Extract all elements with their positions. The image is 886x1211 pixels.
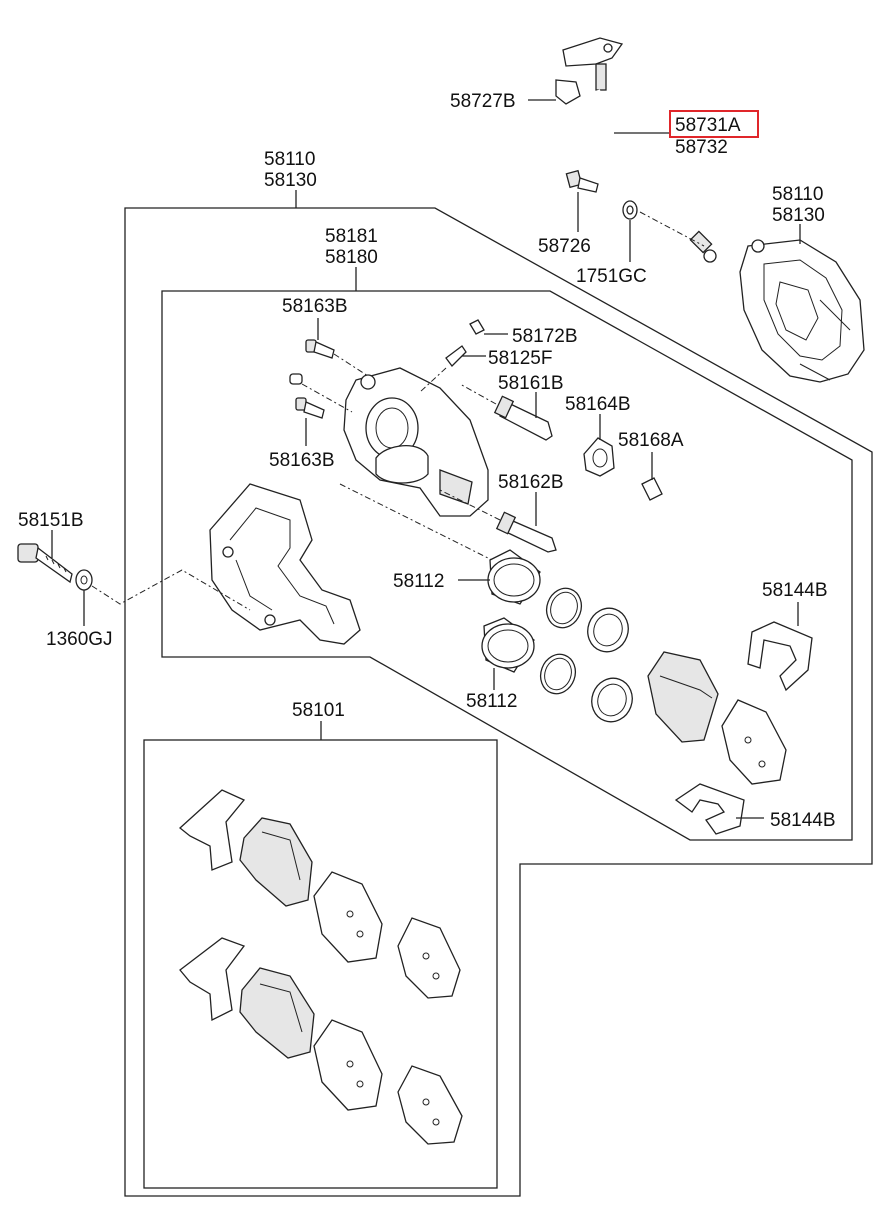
label-58101[interactable]: 58101 bbox=[292, 700, 345, 721]
bolt-axis-top bbox=[333, 353, 369, 377]
label-58181[interactable]: 58181 bbox=[325, 226, 378, 247]
cap-58172B bbox=[469, 319, 485, 335]
caliper-body bbox=[343, 367, 489, 517]
pad-kit-set-1 bbox=[178, 789, 461, 999]
label-58112-bottom[interactable]: 58112 bbox=[466, 691, 517, 712]
cap-small bbox=[289, 373, 303, 385]
label-58144B-top[interactable]: 58144B bbox=[762, 580, 828, 601]
label-58130-top[interactable]: 58130 bbox=[264, 170, 317, 191]
label-58163B-bottom[interactable]: 58163B bbox=[269, 450, 335, 471]
label-58163B-top[interactable]: 58163B bbox=[282, 296, 348, 317]
caliper-assembly-right bbox=[739, 239, 865, 383]
piston-58112-top bbox=[487, 549, 541, 605]
label-58168A[interactable]: 58168A bbox=[618, 430, 684, 451]
shim-58144B-bottom bbox=[674, 783, 745, 835]
bolt-58163B-bottom bbox=[295, 397, 325, 419]
label-58130-right[interactable]: 58130 bbox=[772, 205, 825, 226]
label-1360GJ[interactable]: 1360GJ bbox=[46, 629, 113, 650]
label-58172B[interactable]: 58172B bbox=[512, 326, 578, 347]
label-1751GC[interactable]: 1751GC bbox=[576, 266, 647, 287]
label-58162B[interactable]: 58162B bbox=[498, 472, 564, 493]
bleeder-axis bbox=[419, 367, 447, 393]
label-58151B[interactable]: 58151B bbox=[18, 510, 84, 531]
pin-axis-bottom bbox=[439, 489, 501, 521]
label-58731A[interactable]: 58731A bbox=[675, 115, 741, 136]
bolt-axis-carrier bbox=[91, 569, 251, 611]
label-58144B-bottom[interactable]: 58144B bbox=[770, 810, 836, 831]
clip-58727B bbox=[555, 79, 581, 105]
label-58727B: 58727B bbox=[450, 91, 516, 112]
hose-axis bbox=[639, 211, 705, 247]
frame-58181-caliper bbox=[161, 290, 853, 841]
label-58110-right[interactable]: 58110 bbox=[772, 184, 823, 205]
washer-1360GJ bbox=[75, 569, 93, 591]
label-58125F[interactable]: 58125F bbox=[488, 348, 552, 369]
bolt-58163B-top bbox=[305, 339, 335, 359]
frame-58110-assembly bbox=[124, 207, 873, 1197]
bleeder-58125F bbox=[445, 345, 467, 367]
highlight-58731A bbox=[669, 110, 759, 138]
label-58112-top[interactable]: 58112 bbox=[393, 571, 444, 592]
label-58164B[interactable]: 58164B bbox=[565, 394, 631, 415]
piston-axis bbox=[339, 483, 493, 561]
guide-pin-58161B bbox=[493, 395, 553, 441]
label-58180[interactable]: 58180 bbox=[325, 247, 378, 268]
piston-58112-bottom bbox=[481, 617, 535, 673]
brake-pads-main bbox=[647, 651, 787, 785]
brake-hose bbox=[562, 37, 717, 263]
bolt-58151B bbox=[17, 543, 73, 584]
guide-pin-58162B bbox=[495, 511, 557, 553]
label-58726[interactable]: 58726 bbox=[538, 236, 591, 257]
pad-kit-set-2 bbox=[179, 937, 463, 1145]
bolt-58726 bbox=[565, 169, 599, 193]
boot-58164B bbox=[583, 437, 615, 477]
bushing-58168A bbox=[641, 477, 663, 501]
pin-axis-top bbox=[459, 383, 497, 405]
caliper-carrier bbox=[209, 483, 361, 645]
washer-1751GC bbox=[622, 200, 638, 220]
label-58161B[interactable]: 58161B bbox=[498, 373, 564, 394]
cap-axis bbox=[301, 383, 353, 413]
label-58732[interactable]: 58732 bbox=[675, 137, 728, 158]
shim-58144B-top bbox=[747, 621, 813, 692]
piston-seals bbox=[539, 587, 633, 723]
label-58110-top[interactable]: 58110 bbox=[264, 149, 315, 170]
